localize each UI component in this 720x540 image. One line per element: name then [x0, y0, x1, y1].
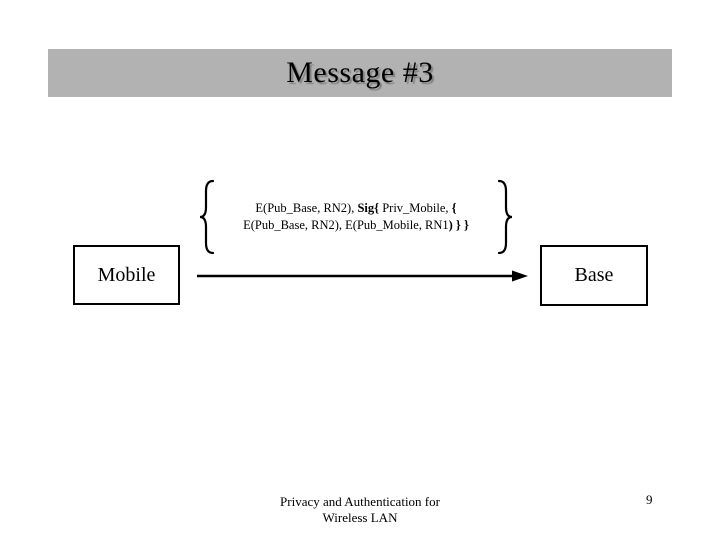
title-bar: Message #3 [48, 49, 672, 97]
message-segment: E(Pub_Base, RN2), E(Pub_Mobile, RN1 [243, 218, 449, 232]
base-node-box: Base [540, 245, 648, 306]
message-segment: Priv_Mobile, [379, 201, 452, 215]
page-number: 9 [646, 492, 653, 507]
footer-line-1: Privacy and Authentication for [280, 494, 440, 509]
message-segment-bold: Sig{ [357, 201, 380, 215]
footer-line-2: Wireless LAN [322, 509, 398, 525]
message-line-2: E(Pub_Base, RN2), E(Pub_Mobile, RN1) } } [216, 217, 496, 234]
slide-title: Message #3 [286, 56, 434, 89]
message-arrow [197, 270, 528, 282]
left-brace-icon [199, 179, 215, 255]
mobile-node-label: Mobile [97, 263, 156, 286]
message-segment: E(Pub_Base, RN2), [255, 201, 358, 215]
footer: Privacy and Authentication for Wireless … [160, 494, 560, 525]
message-segment-bold: ) } } [448, 218, 469, 232]
message-line-1: E(Pub_Base, RN2), Sig{ Priv_Mobile, { [216, 200, 496, 217]
message-annotation: E(Pub_Base, RN2), Sig{ Priv_Mobile, { E(… [198, 177, 514, 257]
message-text: E(Pub_Base, RN2), Sig{ Priv_Mobile, { E(… [216, 200, 496, 234]
right-brace-icon [497, 179, 513, 255]
message-segment-bold: { [451, 201, 457, 215]
base-node-label: Base [574, 264, 614, 286]
mobile-node-box: Mobile [73, 245, 180, 305]
